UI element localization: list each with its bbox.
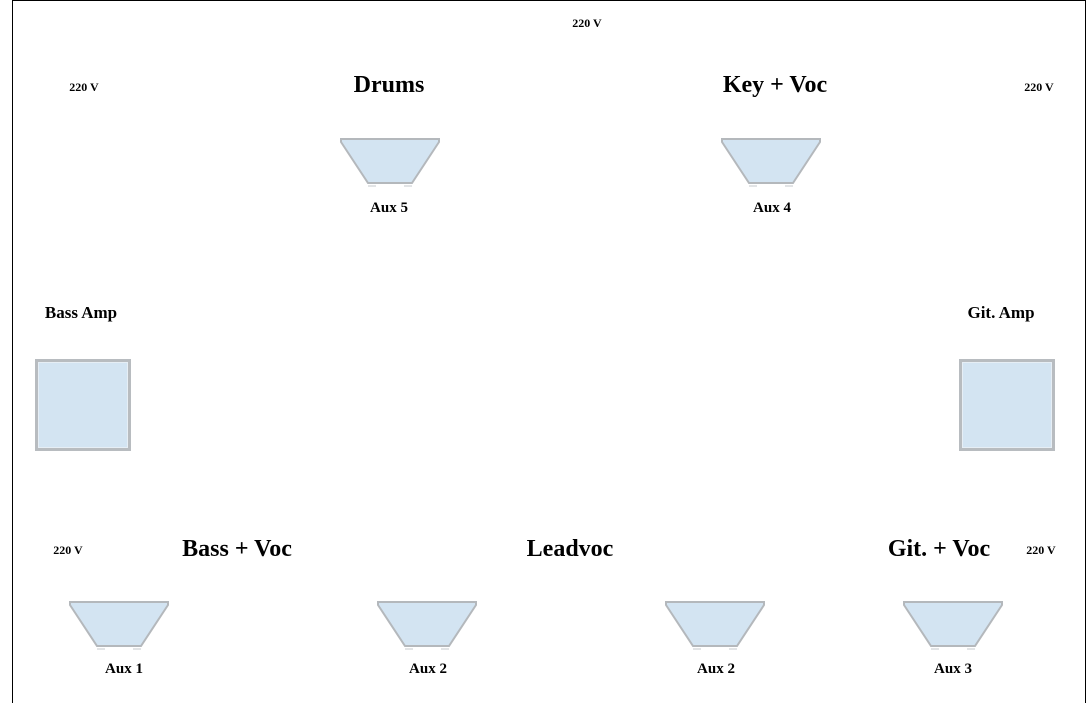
position-label-drums: Drums [353, 72, 425, 98]
position-label-git-voc: Git. + Voc [887, 536, 991, 562]
monitor-label-aux3: Aux 3 [934, 661, 972, 677]
position-label-leadvoc: Leadvoc [526, 536, 614, 562]
monitor-wedge-aux2-left [377, 601, 477, 650]
monitor-wedge-aux4 [721, 138, 821, 187]
monitor-label-aux1: Aux 1 [105, 661, 143, 677]
amp-label-git: Git. Amp [967, 303, 1035, 322]
monitor-label-aux2-left: Aux 2 [409, 661, 447, 677]
power-label-top-left: 220 V [69, 80, 99, 94]
monitor-label-aux2-right: Aux 2 [697, 661, 735, 677]
monitor-label-aux4: Aux 4 [753, 200, 791, 216]
monitor-wedge-aux5 [340, 138, 440, 187]
power-label-top-right: 220 V [1024, 80, 1054, 94]
monitor-wedge-aux1 [69, 601, 169, 650]
amp-label-bass: Bass Amp [44, 303, 118, 322]
monitor-wedge-aux3 [903, 601, 1003, 650]
guitar-amp [959, 359, 1055, 451]
bass-amp [35, 359, 131, 451]
stage-plot-frame [12, 0, 1086, 703]
monitor-label-aux5: Aux 5 [370, 200, 408, 216]
position-label-bass-voc: Bass + Voc [182, 536, 292, 562]
power-label-top-center: 220 V [572, 16, 602, 30]
position-label-key-voc: Key + Voc [722, 72, 828, 98]
power-label-bottom-right: 220 V [1026, 543, 1056, 557]
power-label-bottom-left: 220 V [53, 543, 83, 557]
monitor-wedge-aux2-right [665, 601, 765, 650]
